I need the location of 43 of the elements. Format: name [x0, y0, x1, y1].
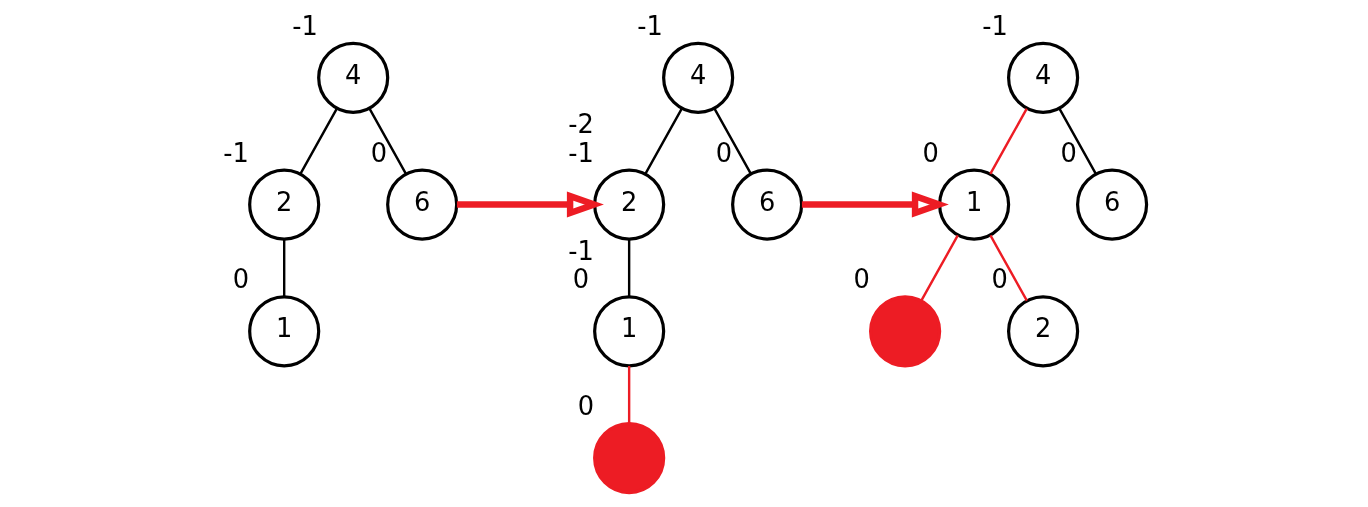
node-circle: 1 [592, 295, 665, 368]
connector [627, 239, 630, 297]
node-label: 0 [715, 137, 732, 168]
node-circle: 6 [730, 168, 803, 241]
node-label: 0 [232, 264, 249, 295]
node-circle: 4 [661, 41, 734, 114]
connector [282, 239, 285, 297]
node-circle: 4 [316, 41, 389, 114]
node-label: 0 [991, 264, 1008, 295]
connector [988, 108, 1028, 175]
node-label: 0 [572, 264, 589, 295]
node-label: -1 [981, 10, 1008, 41]
connector [988, 234, 1028, 302]
connector [367, 108, 407, 175]
connector [919, 234, 959, 302]
arrow [801, 191, 949, 218]
node-label: -1 [222, 137, 249, 168]
node-circle: 2 [1006, 295, 1079, 368]
node-circle [592, 421, 665, 495]
connector [1057, 108, 1097, 175]
node-label: 0 [922, 137, 939, 168]
node-circle [868, 295, 941, 368]
node-circle: 1 [247, 295, 320, 368]
node-label: -1 [567, 137, 594, 168]
node-label: -1 [636, 10, 663, 41]
connector [298, 108, 338, 175]
node-circle: 2 [592, 168, 665, 241]
arrow [456, 191, 604, 218]
node-circle: 6 [385, 168, 458, 241]
connector [643, 108, 683, 175]
node-label: 0 [1060, 137, 1077, 168]
node-label: -1 [291, 10, 318, 41]
node-circle: 6 [1075, 168, 1148, 241]
node-label: 0 [853, 264, 870, 295]
node-circle: 2 [247, 168, 320, 241]
node-label: 0 [577, 391, 594, 422]
connector [627, 366, 630, 424]
node-label: -2 [567, 108, 594, 139]
node-circle: 4 [1006, 41, 1079, 114]
node-label: 0 [370, 137, 387, 168]
connector [712, 108, 752, 175]
node-circle: 1 [937, 168, 1010, 241]
node-label: -1 [567, 235, 594, 266]
